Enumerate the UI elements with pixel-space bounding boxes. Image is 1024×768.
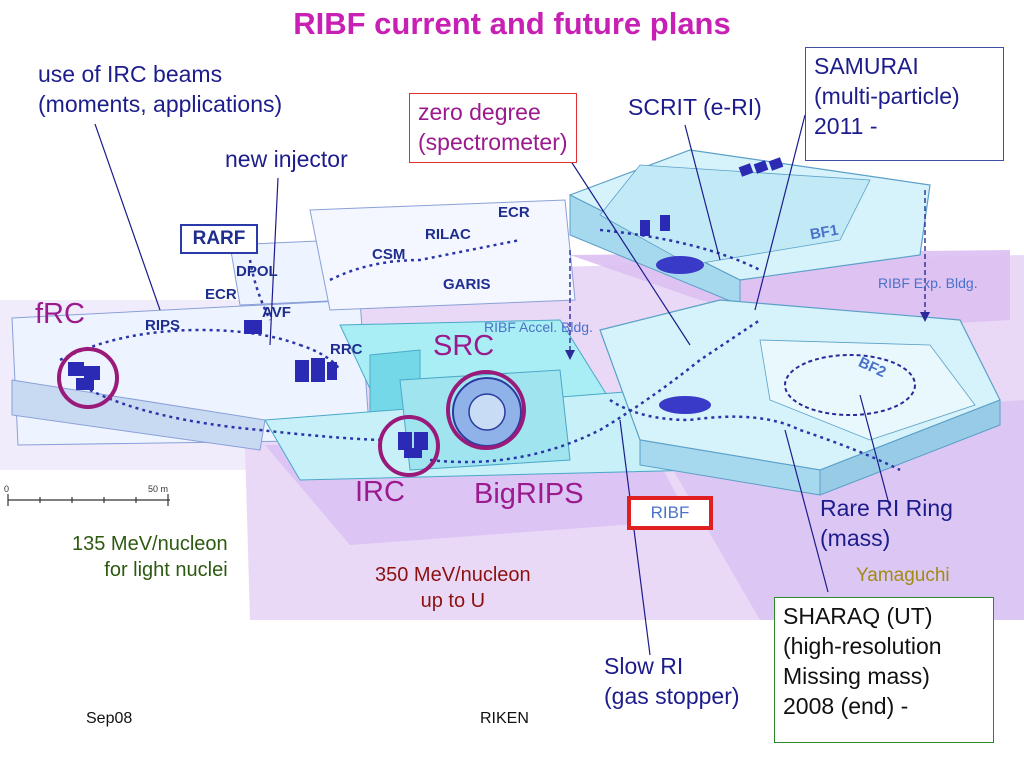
- samurai-line-3: 2011 -: [814, 112, 878, 139]
- frc-ring: [57, 347, 119, 409]
- bf2-right-wall: [819, 399, 1001, 496]
- avf-label: AVF: [262, 304, 291, 321]
- highlight-rings: [57, 347, 526, 477]
- sharaq-line-2: (high-resolution: [783, 632, 942, 659]
- rarf-wall: [11, 379, 266, 451]
- rare-ri-ring-line-1: Rare RI Ring: [820, 495, 953, 521]
- garis-label: GARIS: [443, 276, 491, 293]
- rarf-label: RARF: [192, 228, 246, 249]
- up-to-u-line-2: up to U: [420, 590, 486, 612]
- rare-ri-ring-hall: [759, 339, 976, 441]
- irc-label: IRC: [355, 476, 405, 508]
- rrc-label: RRC: [330, 341, 363, 358]
- irc-beams-note: use of IRC beams (moments, applications): [38, 60, 282, 120]
- zero-degree-box: zero degree (spectrometer): [409, 93, 577, 163]
- up-to-u-note: 350 MeV/nucleon up to U: [375, 562, 531, 614]
- rare-ri-ring-note: Rare RI Ring (mass): [820, 494, 953, 554]
- samurai-box: SAMURAI (multi-particle) 2011 -: [805, 47, 1004, 161]
- pool-bf2: [659, 396, 711, 414]
- ecr-left-label: ECR: [205, 286, 237, 303]
- beam-lines: [59, 228, 901, 472]
- leader-lines: [94, 114, 891, 656]
- samurai-line-1: SAMURAI: [814, 53, 919, 79]
- sharaq-line-4: 2008 (end) -: [783, 692, 909, 719]
- src-cyclotron: [452, 377, 522, 447]
- footer-org: RIKEN: [480, 710, 529, 727]
- arrow-exp: [920, 190, 930, 322]
- src-label: SRC: [433, 330, 495, 362]
- slide-title: RIBF current and future plans: [293, 6, 731, 41]
- zero-degree-line-1: zero degree: [418, 99, 541, 125]
- dpol-label: DPOL: [236, 263, 278, 280]
- scale-zero-label: 0: [4, 484, 10, 494]
- light-nuclei-line-2: for light nuclei: [104, 559, 228, 581]
- rilac-label: RILAC: [425, 226, 471, 243]
- ecr-top-label: ECR: [498, 204, 530, 221]
- light-nuclei-line-1: 135 MeV/nucleon: [72, 533, 228, 555]
- footer-date: Sep08: [86, 710, 133, 727]
- bigrips-label: BigRIPS: [474, 478, 584, 510]
- light-nuclei-note: 135 MeV/nucleon for light nuclei: [72, 531, 228, 583]
- exp-bldg-label: RIBF Exp. Bldg.: [878, 275, 978, 291]
- slow-ri-line-2: (gas stopper): [604, 682, 740, 709]
- scale-50-label: 50 m: [148, 484, 169, 494]
- rilac-hall: [309, 199, 576, 311]
- rips-label: RIPS: [145, 317, 181, 334]
- zero-degree-line-2: (spectrometer): [418, 128, 568, 155]
- sharaq-line-3: Missing mass): [783, 662, 930, 689]
- src-ring: [446, 370, 526, 450]
- scrit-note: SCRIT (e-RI): [628, 94, 762, 120]
- accel-bldg-label: RIBF Accel. Bldg.: [484, 319, 593, 335]
- up-to-u-line-1: 350 MeV/nucleon: [375, 564, 531, 586]
- new-injector-note: new injector: [225, 146, 348, 172]
- irc-beams-line-2: (moments, applications): [38, 90, 283, 117]
- rare-ri-ring: [784, 354, 916, 416]
- slow-ri-note: Slow RI (gas stopper): [604, 652, 740, 712]
- ribf-label-box: RIBF: [627, 496, 713, 530]
- irc-beams-line-1: use of IRC beams: [38, 61, 223, 87]
- frc-label: fRC: [35, 298, 85, 330]
- irc-ring: [378, 415, 440, 477]
- equipment: [68, 157, 784, 458]
- yamaguchi-note: Yamaguchi: [856, 565, 950, 586]
- sharaq-box: SHARAQ (UT) (high-resolution Missing mas…: [774, 597, 994, 743]
- slow-ri-line-1: Slow RI: [604, 653, 684, 679]
- pool-bf1: [656, 256, 704, 274]
- rarf-label-box: RARF: [180, 224, 258, 254]
- bf1-inner-hall: [599, 164, 871, 266]
- csm-label: CSM: [372, 246, 406, 263]
- samurai-line-2: (multi-particle): [814, 82, 960, 109]
- arrow-accel: [565, 250, 575, 360]
- scale-bar: [7, 494, 170, 506]
- sharaq-line-1: SHARAQ (UT): [783, 603, 933, 629]
- rare-ri-ring-line-2: (mass): [820, 524, 891, 551]
- ribf-label: RIBF: [650, 503, 690, 522]
